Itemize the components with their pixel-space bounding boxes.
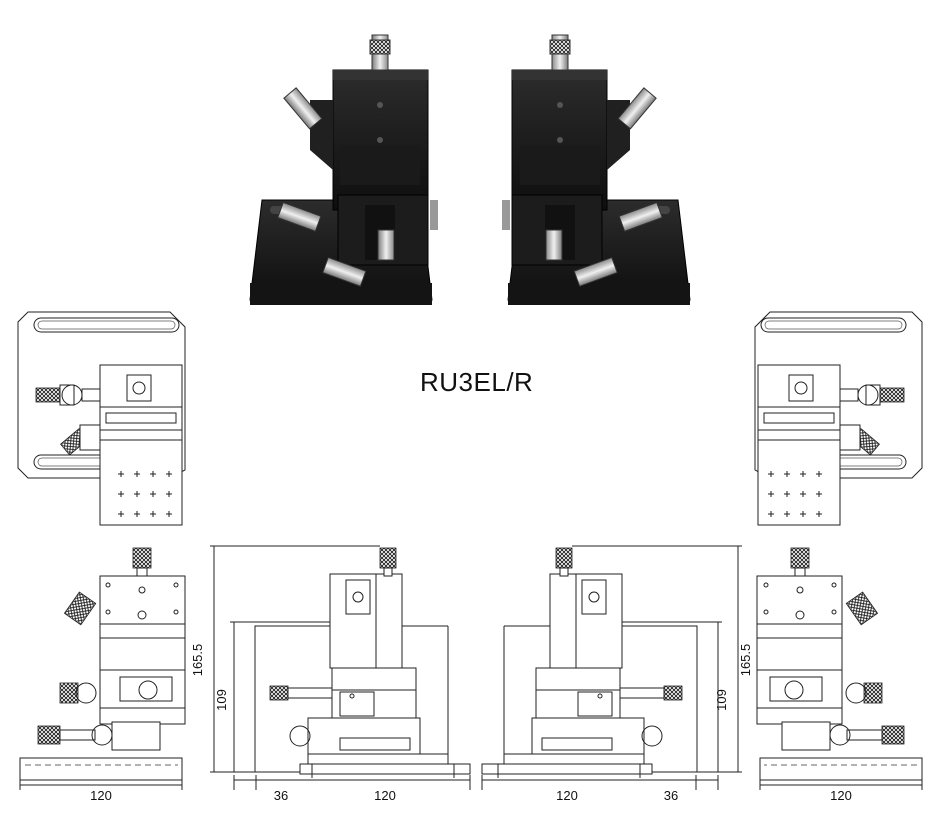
top-view-right-drawing bbox=[754, 311, 923, 526]
dimension-base-width-side-left: 120 bbox=[374, 788, 396, 803]
front-view-right-drawing bbox=[756, 547, 923, 790]
dimension-overall-height-left: 165.5 bbox=[190, 644, 205, 677]
dimension-base-width-right: 120 bbox=[830, 788, 852, 803]
side-view-right-drawing bbox=[481, 545, 742, 790]
dimension-stage-height-right: 109 bbox=[714, 689, 729, 711]
dimension-base-width-left: 120 bbox=[90, 788, 112, 803]
dimension-offset-left: 36 bbox=[274, 788, 288, 803]
dimension-base-width-side-right: 120 bbox=[556, 788, 578, 803]
model-label: RU3EL/R bbox=[420, 367, 534, 397]
side-view-left-drawing bbox=[210, 545, 471, 790]
dimension-offset-right: 36 bbox=[664, 788, 678, 803]
photo-right-stage bbox=[502, 34, 691, 305]
photo-left-stage bbox=[249, 34, 438, 305]
top-view-left-drawing bbox=[17, 311, 186, 526]
dimension-overall-height-right: 165.5 bbox=[738, 644, 753, 677]
dimension-stage-height-left: 109 bbox=[214, 689, 229, 711]
front-view-left-drawing bbox=[19, 547, 186, 790]
